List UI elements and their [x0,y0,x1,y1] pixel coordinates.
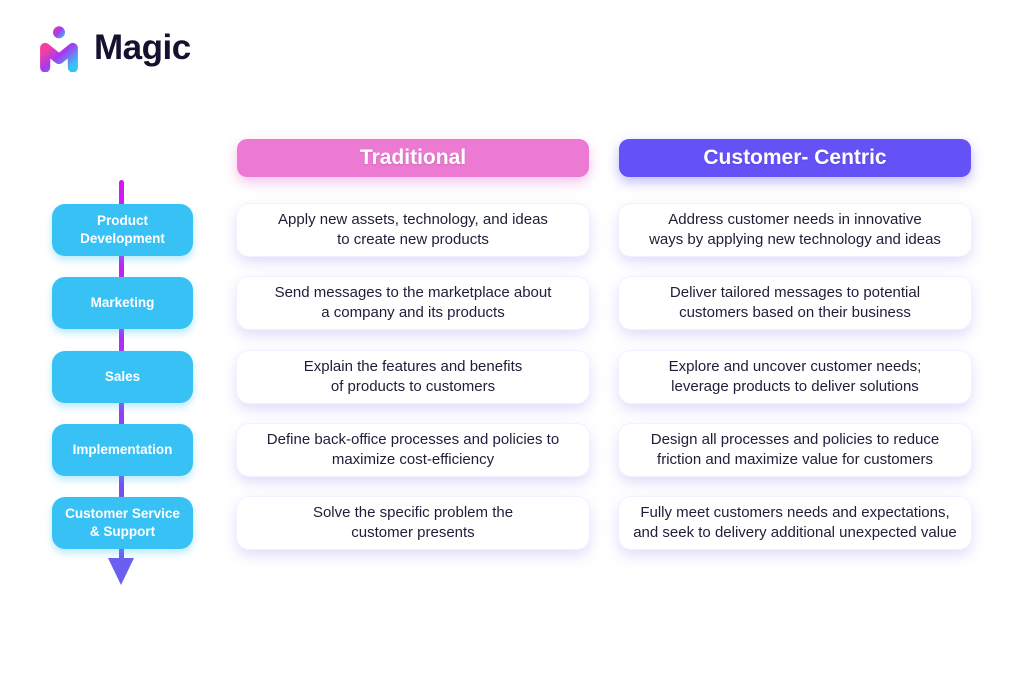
card-traditional-marketing: Send messages to the marketplace about a… [237,277,589,329]
card-text: Apply new assets, technology, and ideas … [278,211,548,248]
card-customer-centric-implementation: Design all processes and policies to red… [619,424,971,476]
stage-chip-implementation: Implementation [52,424,193,476]
column-header-traditional: Traditional [237,139,589,177]
card-text: Deliver tailored messages to potential c… [669,284,921,321]
card-customer-centric-marketing: Deliver tailored messages to potential c… [619,277,971,329]
stage-chip-sales: Sales [52,351,193,403]
stage-chip-customer-service-support: Customer Service & Support [52,497,193,549]
stage-chip-label: Sales [104,369,141,384]
card-customer-centric-customer-service-support: Fully meet customers needs and expectati… [619,497,971,549]
column-header-customer-centric: Customer- Centric [619,139,971,177]
stage-chip-label: Marketing [90,295,155,310]
card-text: Address customer needs in innovative way… [649,211,941,248]
stage-chip-label: Customer Service & Support [65,506,180,539]
card-traditional-sales: Explain the features and benefits of pro… [237,351,589,403]
brand-name: Magic [94,28,191,67]
card-text: Solve the specific problem the customer … [312,504,514,541]
card-text: Send messages to the marketplace about a… [274,284,552,321]
stage-chip-label: Product Development [80,213,165,246]
card-customer-centric-product-development: Address customer needs in innovative way… [619,204,971,256]
stage-chip-product-development: Product Development [52,204,193,256]
arrow-down-icon [108,558,134,585]
card-text: Explore and uncover customer needs; leve… [668,358,922,395]
card-text: Design all processes and policies to red… [650,431,940,468]
brand-logo: Magic [36,24,191,72]
card-text: Explain the features and benefits of pro… [303,358,523,395]
card-text: Define back-office processes and policie… [266,431,560,468]
card-text: Fully meet customers needs and expectati… [633,504,957,541]
card-traditional-customer-service-support: Solve the specific problem the customer … [237,497,589,549]
card-traditional-implementation: Define back-office processes and policie… [237,424,589,476]
stage-chip-marketing: Marketing [52,277,193,329]
stage-chip-label: Implementation [72,442,173,457]
magic-m-icon [40,26,78,72]
card-customer-centric-sales: Explore and uncover customer needs; leve… [619,351,971,403]
column-header-customer-centric-label: Customer- Centric [703,146,887,169]
column-header-traditional-label: Traditional [359,146,467,169]
card-traditional-product-development: Apply new assets, technology, and ideas … [237,204,589,256]
